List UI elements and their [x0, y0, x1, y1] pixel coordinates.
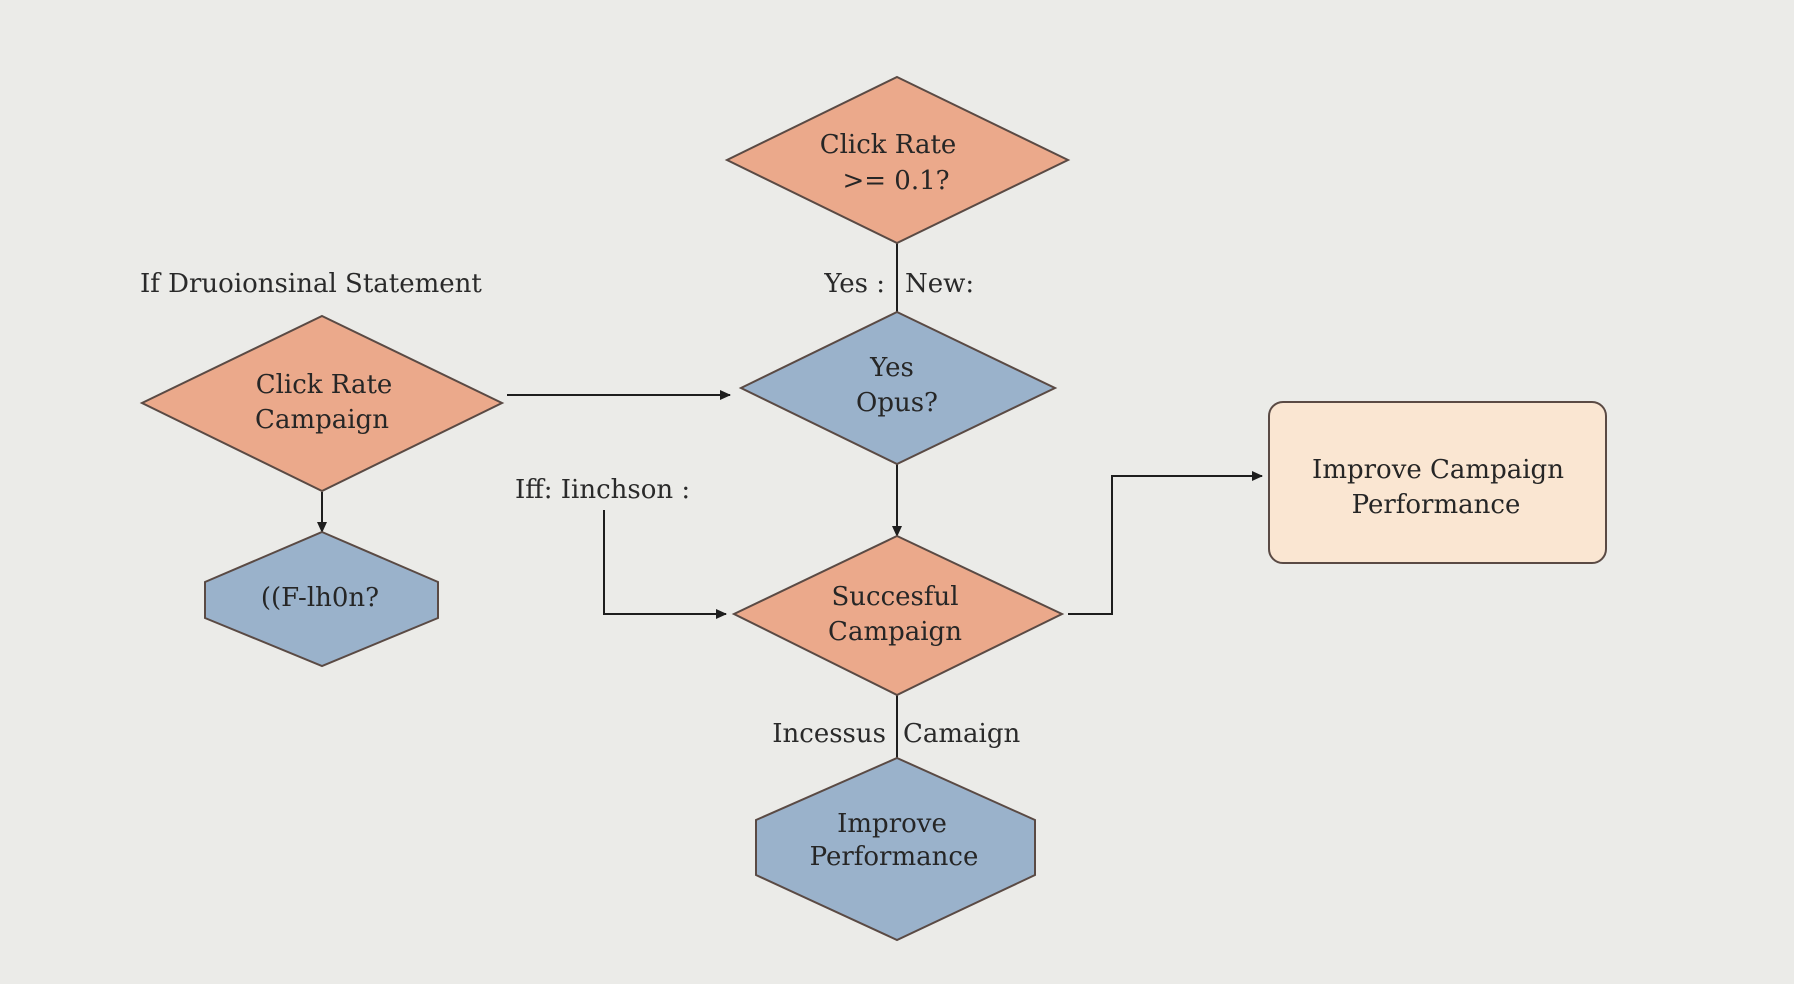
improve-box-line2: Performance — [1352, 490, 1521, 520]
bottom-hexagon-line2: Performance — [810, 842, 979, 872]
edge-iff-to-success — [603, 510, 727, 619]
success-decision-line1: Succesful — [831, 582, 958, 612]
edge-label-yes: Yes : — [823, 269, 885, 299]
diagram-title: If Druoionsinal Statement — [140, 269, 482, 299]
left-hexagon-line1: ((F-lh0n? — [261, 583, 379, 613]
success-decision-line2: Campaign — [828, 617, 962, 647]
left-decision-node[interactable]: Click Rate Campaign — [139, 314, 505, 493]
edge-success-to-improve-box — [1068, 471, 1263, 615]
top-decision-node[interactable]: Click Rate >= 0.1? — [724, 75, 1071, 245]
success-decision-node[interactable]: Succesful Campaign — [731, 534, 1065, 697]
left-decision-line2: Campaign — [255, 405, 389, 435]
edge-label-iff: Iff: Iinchson : — [515, 475, 690, 505]
improve-campaign-box[interactable]: Improve Campaign Performance — [1268, 401, 1607, 564]
middle-decision-line2: Opus? — [856, 388, 938, 418]
bottom-hexagon-node[interactable]: Improve Performance — [755, 756, 1036, 942]
top-decision-line1: Click Rate — [820, 130, 957, 160]
middle-decision-line1: Yes — [869, 353, 914, 383]
left-decision-line1: Click Rate — [256, 370, 393, 400]
middle-decision-node[interactable]: Yes Opus? — [738, 310, 1058, 466]
left-hexagon-node[interactable]: ((F-lh0n? — [204, 530, 439, 668]
edge-label-camaign: Camaign — [903, 719, 1021, 749]
bottom-hexagon-line1: Improve — [837, 809, 947, 839]
top-decision-line2: >= 0.1? — [842, 166, 949, 196]
improve-box-line1: Improve Campaign — [1312, 455, 1564, 485]
edge-label-incessus: Incessus — [772, 719, 886, 749]
edge-label-new: New: — [905, 269, 974, 299]
